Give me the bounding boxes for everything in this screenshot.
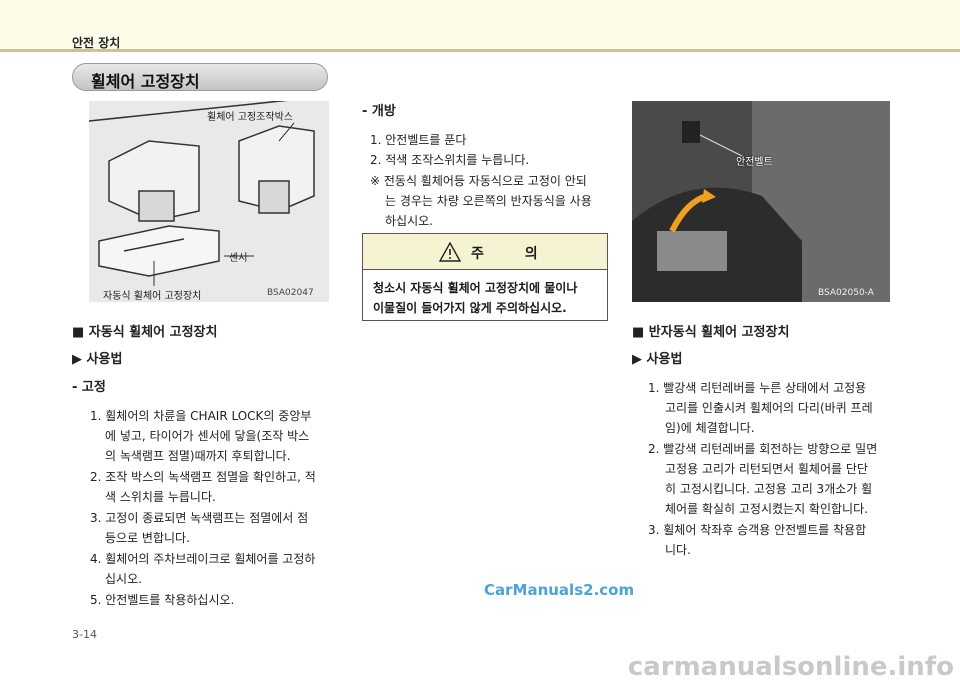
auto-line: 3. 고정이 종료되면 녹색램프는 점멸에서 점	[90, 511, 309, 525]
header-rule	[0, 49, 960, 52]
caution-body: 청소시 자동식 휠체어 고정장치에 물이나 이물질이 들어가지 않게 주의하십시…	[363, 270, 607, 326]
callout-sensor: 센서	[229, 253, 248, 264]
figure-code-right: BSA02050-A	[818, 288, 874, 298]
header-bar: 안전 장치	[0, 0, 960, 52]
semi-usage-heading: ▶ 사용법	[632, 352, 683, 367]
callout-control-box: 휠체어 고정조작박스	[207, 112, 293, 123]
caution-title: 주 의	[471, 246, 556, 262]
semi-auto-lock-photo	[632, 101, 890, 302]
caution-box: 주 의 청소시 자동식 휠체어 고정장치에 물이나 이물질이 들어가지 않게 주…	[362, 233, 608, 321]
semi-heading: ■ 반자동식 휠체어 고정장치	[632, 325, 790, 340]
semi-line: 임)에 체결합니다.	[665, 421, 755, 435]
page-title: 휠체어 고정장치	[91, 72, 200, 91]
auto-lock-figure: 휠체어 고정조작박스 센서 자동식 휠체어 고정장치 BSA02047	[89, 101, 329, 302]
semi-line: 체어를 확실히 고정시켰는지 확인합니다.	[665, 502, 868, 516]
open-line: 2. 적색 조작스위치를 누릅니다.	[370, 153, 530, 167]
open-line: ※ 전동식 휠체어등 자동식으로 고정이 안되	[370, 174, 587, 188]
footer-watermark: carmanualsonline.info	[627, 652, 954, 682]
auto-line: 색 스위치를 누릅니다.	[105, 490, 216, 504]
auto-line: 의 녹색램프 점멸)때까지 후퇴합니다.	[105, 449, 291, 463]
figure-caption: 자동식 휠체어 고정장치	[103, 291, 202, 302]
page-number: 3-14	[72, 628, 97, 641]
open-line: 하십시오.	[385, 214, 433, 228]
semi-line: 3. 휠체어 착좌후 승객용 안전벨트를 착용합	[648, 523, 867, 537]
open-line: 는 경우는 차량 오른쪽의 반자동식을 사용	[385, 194, 592, 208]
page-title-pill: 휠체어 고정장치	[72, 63, 328, 91]
auto-line: 4. 휠체어의 주차브레이크로 휠체어를 고정하	[90, 552, 316, 566]
footer-band: carmanualsonline.info	[0, 650, 960, 685]
open-line: 1. 안전벨트를 푼다	[370, 133, 467, 147]
auto-line: 1. 휠체어의 차륜을 CHAIR LOCK의 중앙부	[90, 409, 312, 423]
semi-auto-lock-figure: 안전벨트 BSA02050-A	[632, 101, 890, 302]
watermark-link[interactable]: CarManuals2.com	[484, 581, 635, 599]
semi-line: 히 고정시킵니다. 고정용 고리 3개소가 휠	[665, 482, 873, 496]
caution-header: 주 의	[363, 234, 607, 270]
semi-line: 고정용 고리가 리턴되면서 휠체어를 단단	[665, 462, 868, 476]
auto-line: 5. 안전벨트를 착용하십시오.	[90, 593, 235, 607]
auto-line: 십시오.	[105, 572, 142, 586]
semi-line: 1. 빨강색 리턴레버를 누른 상태에서 고정용	[648, 381, 867, 395]
section-title: 안전 장치	[72, 36, 121, 50]
caution-text: 이물질이 들어가지 않게 주의하십시오.	[373, 301, 567, 315]
auto-line: 에 넣고, 타이어가 센서에 닿을(조작 박스	[105, 429, 310, 443]
figure-code: BSA02047	[267, 288, 314, 298]
callout-seatbelt: 안전벨트	[736, 157, 773, 168]
auto-lock-illustration	[89, 101, 329, 302]
semi-line: 2. 빨강색 리턴레버를 회전하는 방향으로 밀면	[648, 442, 878, 456]
auto-fix-heading: - 고정	[72, 380, 106, 395]
auto-line: 등으로 변합니다.	[105, 531, 190, 545]
auto-usage-heading: ▶ 사용법	[72, 352, 123, 367]
open-heading: - 개방	[362, 104, 396, 119]
warning-triangle-icon	[439, 242, 461, 262]
caution-text: 청소시 자동식 휠체어 고정장치에 물이나	[373, 281, 578, 295]
semi-line: 고리를 인출시켜 휠체어의 다리(바퀴 프레	[665, 401, 873, 415]
semi-line: 니다.	[665, 543, 691, 557]
auto-heading: ■ 자동식 휠체어 고정장치	[72, 325, 218, 340]
auto-line: 2. 조작 박스의 녹색램프 점멸을 확인하고, 적	[90, 470, 316, 484]
